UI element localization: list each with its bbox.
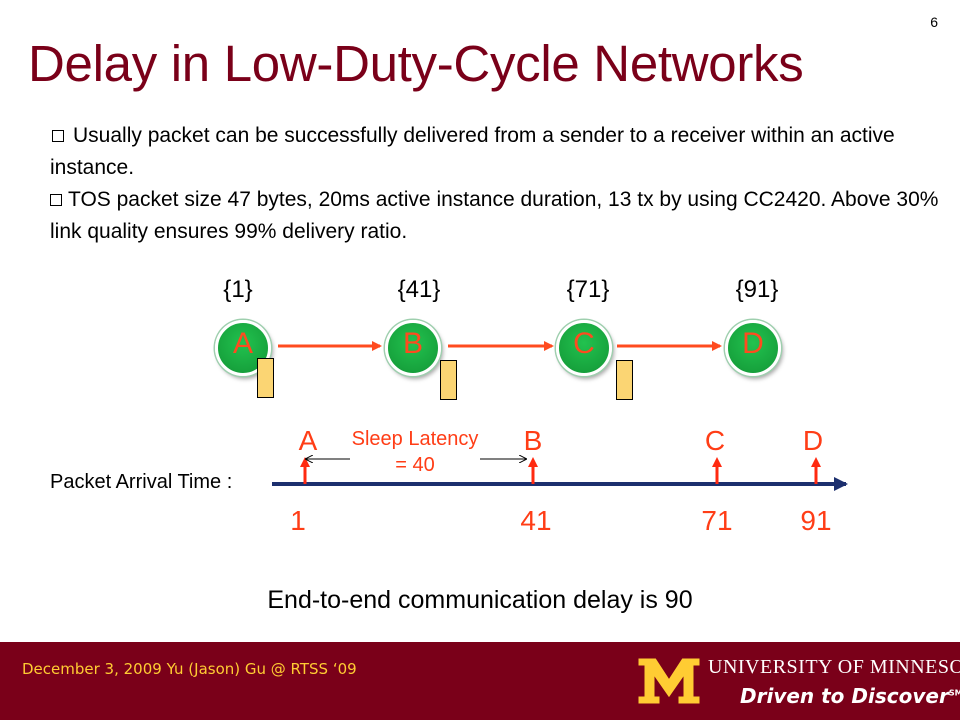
checkbox-bullet-icon: [50, 194, 62, 206]
timeline-node-label-a: A: [298, 425, 318, 456]
footer-date-author: December 3, 2009 Yu (Jason) Gu @ RTSS ‘0…: [22, 660, 357, 678]
bullet-list: Usually packet can be successfully deliv…: [50, 120, 940, 248]
arrival-time-b: 41: [520, 505, 552, 536]
arrival-time-c: 71: [701, 505, 733, 536]
node-set-label-d: {91}: [735, 276, 779, 303]
node-b: [385, 320, 441, 376]
node-set-label-a: {1}: [223, 276, 253, 303]
sleep-latency-label: Sleep Latency = 40: [351, 428, 479, 476]
packet-icon: [440, 360, 457, 400]
packet-arrival-caption: Packet Arrival Time :: [50, 471, 233, 493]
node-set-label-b: {41}: [397, 276, 441, 303]
footer-bar: December 3, 2009 Yu (Jason) Gu @ RTSS ‘0…: [0, 642, 960, 720]
node-d: [725, 320, 781, 376]
node-set-label-c: {71}: [566, 276, 610, 303]
packet-icon: [616, 360, 633, 400]
bullet-item: Usually packet can be successfully deliv…: [50, 124, 895, 179]
university-m-logo-icon: [637, 657, 701, 705]
slide-number: 6: [930, 14, 938, 30]
node-label-b: B: [402, 327, 423, 360]
timeline-node-label-c: C: [704, 425, 726, 456]
node-label-c: C: [573, 327, 595, 360]
node-label-a: A: [232, 327, 253, 360]
node-a: [215, 320, 271, 376]
bullet-item: TOS packet size 47 bytes, 20ms active in…: [50, 188, 939, 243]
packet-icon: [257, 358, 274, 398]
timeline-node-label-b: B: [523, 425, 543, 456]
conclusion-text: End-to-end communication delay is 90: [267, 586, 693, 614]
node-label-d: D: [742, 327, 764, 360]
arrival-time-d: 91: [800, 505, 832, 536]
university-name: UNIVERSITY OF MINNESOTA: [708, 656, 960, 678]
tagline: Driven to DiscoverSM: [740, 684, 960, 708]
checkbox-bullet-icon: [52, 130, 64, 142]
slide-title: Delay in Low-Duty-Cycle Networks: [28, 35, 804, 92]
arrival-time-a: 1: [290, 505, 306, 536]
node-c: [556, 320, 612, 376]
timeline-node-label-d: D: [802, 425, 824, 456]
